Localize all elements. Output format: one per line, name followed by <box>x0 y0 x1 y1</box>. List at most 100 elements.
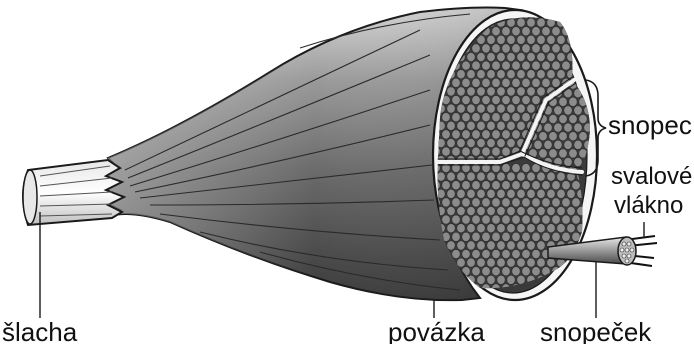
muscle-fiber-cross-section <box>517 258 525 267</box>
muscle-fiber-cross-section <box>527 104 535 113</box>
muscle-fiber-cross-section <box>512 95 520 104</box>
muscle-fiber-cross-section <box>549 132 557 141</box>
muscle-fiber-cross-section <box>452 78 460 87</box>
muscle-fiber-cross-section <box>582 284 590 293</box>
muscle-fiber-cross-section <box>502 198 510 207</box>
muscle-fiber-cross-section <box>547 206 555 215</box>
muscle-fiber-cross-section <box>482 249 490 258</box>
muscle-fiber-cross-section <box>492 113 500 122</box>
muscle-fiber-cross-section <box>502 249 510 258</box>
muscle-fiber-cross-section <box>507 224 515 233</box>
muscle-fiber-cross-section <box>492 61 500 70</box>
muscle-fiber-cross-section <box>542 78 550 87</box>
muscle-fiber-cross-section <box>537 206 545 215</box>
muscle-fiber-cross-section <box>462 78 470 87</box>
muscle-fiber-cross-section <box>477 189 485 198</box>
muscle-fiber-cross-section <box>547 52 555 61</box>
muscle-fiber-cross-section <box>552 284 560 293</box>
muscle-fiber-cross-section <box>517 224 525 233</box>
muscle-fiber-cross-section <box>537 258 545 267</box>
muscle-fiber-cross-section <box>562 44 570 53</box>
muscle-fiber-cross-section <box>562 232 570 241</box>
muscle-fiber-cross-section <box>477 87 485 96</box>
muscle-fiber-cross-section <box>542 215 550 224</box>
muscle-fiber-cross-section <box>507 87 515 96</box>
muscle-fiber-cross-section <box>437 172 445 181</box>
muscle-fiber-cross-section <box>552 232 560 241</box>
muscle-fiber-cross-section <box>452 215 460 224</box>
muscle-fiber-cross-section <box>482 61 490 70</box>
muscle-fiber-cross-section <box>574 140 582 149</box>
muscle-fiber-cross-section <box>512 44 520 53</box>
muscle-fiber-cross-section <box>482 215 490 224</box>
muscle-fiber-cross-section <box>539 132 547 141</box>
muscle-fiber-cross-section <box>502 113 510 122</box>
muscle-fiber-cross-section <box>527 172 535 181</box>
muscle-fiber-cross-section <box>522 61 530 70</box>
muscle-fiber-cross-section <box>557 70 565 79</box>
muscle-fiber-cross-section <box>507 258 515 267</box>
muscle-fiber-cross-section <box>472 44 480 53</box>
muscle-fiber-cross-section <box>567 275 575 284</box>
muscle-fiber-cross-section <box>482 113 490 122</box>
muscle-fiber-cross-section <box>532 44 540 53</box>
muscle-fiber-cross-section <box>502 44 510 53</box>
muscle-fiber-cross-section <box>452 95 460 104</box>
muscle-fiber-cross-section <box>552 27 560 36</box>
muscle-fiber-cross-section <box>472 232 480 241</box>
label-fascicle: snopec <box>608 110 692 140</box>
muscle-fiber-cross-section <box>457 206 465 215</box>
muscle-fiber-cross-section <box>487 52 495 61</box>
muscle-fiber-cross-section <box>562 284 570 293</box>
muscle-fiber-cross-section <box>492 181 500 190</box>
muscle-fiber-cross-section <box>572 27 580 36</box>
muscle-fiber-cross-section <box>487 258 495 267</box>
muscle-fiber-cross-section <box>477 70 485 79</box>
muscle-fiber-cross-section <box>542 61 550 70</box>
muscle-fiber-cross-section <box>492 232 500 241</box>
muscle-fiber-cross-section <box>517 70 525 79</box>
muscle-fiber-cross-section <box>542 27 550 36</box>
muscle-fiber-cross-section <box>512 163 520 172</box>
muscle-fiber-cross-section <box>512 130 520 139</box>
muscle-fiber-cross-section <box>572 284 580 293</box>
muscle-fiber-cross-section <box>467 189 475 198</box>
muscle-fiber-cross-section <box>554 140 562 149</box>
muscle-fiber-cross-section <box>497 70 505 79</box>
muscle-fiber-cross-section <box>557 224 565 233</box>
muscle-fiber-cross-section <box>517 18 525 27</box>
muscle-fiber-cross-section <box>572 9 580 18</box>
muscle-fiber-cross-section <box>542 44 550 53</box>
muscle-fiber-cross-section <box>507 275 515 284</box>
muscle-fiber-cross-section <box>487 138 495 147</box>
muscle-fiber-cross-section <box>552 44 560 53</box>
muscle-fiber-cross-section <box>537 189 545 198</box>
muscle-fiber-cross-section <box>497 104 505 113</box>
muscle-fiber-cross-section <box>567 35 575 44</box>
muscle-fiber-cross-section <box>502 215 510 224</box>
muscle-fiber-cross-section <box>572 198 580 207</box>
muscle-fiber-cross-section <box>447 138 455 147</box>
muscle-fiber-cross-section <box>467 70 475 79</box>
muscle-fiber-cross-section <box>549 114 557 123</box>
muscle-fiber-cross-section <box>567 206 575 215</box>
muscle-fiber-cross-section <box>512 181 520 190</box>
muscle-fiber-cross-section <box>527 18 535 27</box>
tendon-end <box>23 170 37 224</box>
muscle-fiber-cross-section <box>544 123 552 132</box>
muscle-fiber-cross-section <box>564 140 572 149</box>
muscle-fiber-cross-section <box>547 172 555 181</box>
muscle-fiber-cross-section <box>507 35 515 44</box>
muscle-fiber-cross-section <box>569 149 577 158</box>
muscle-fiber-cross-section <box>547 258 555 267</box>
muscle-fiber-cross-section <box>442 215 450 224</box>
muscle-fiber-cross-section <box>537 52 545 61</box>
muscle-fiber-cross-section <box>497 206 505 215</box>
muscle-fiber-cross-section <box>452 232 460 241</box>
muscle-fiber-cross-section <box>562 215 570 224</box>
muscle-fiber-cross-section <box>527 258 535 267</box>
muscle-fiber-cross-section <box>532 215 540 224</box>
muscle-fiber-cross-section <box>559 114 567 123</box>
muscle-fiber-cross-section <box>557 206 565 215</box>
muscle-fiber-cross-section <box>537 35 545 44</box>
